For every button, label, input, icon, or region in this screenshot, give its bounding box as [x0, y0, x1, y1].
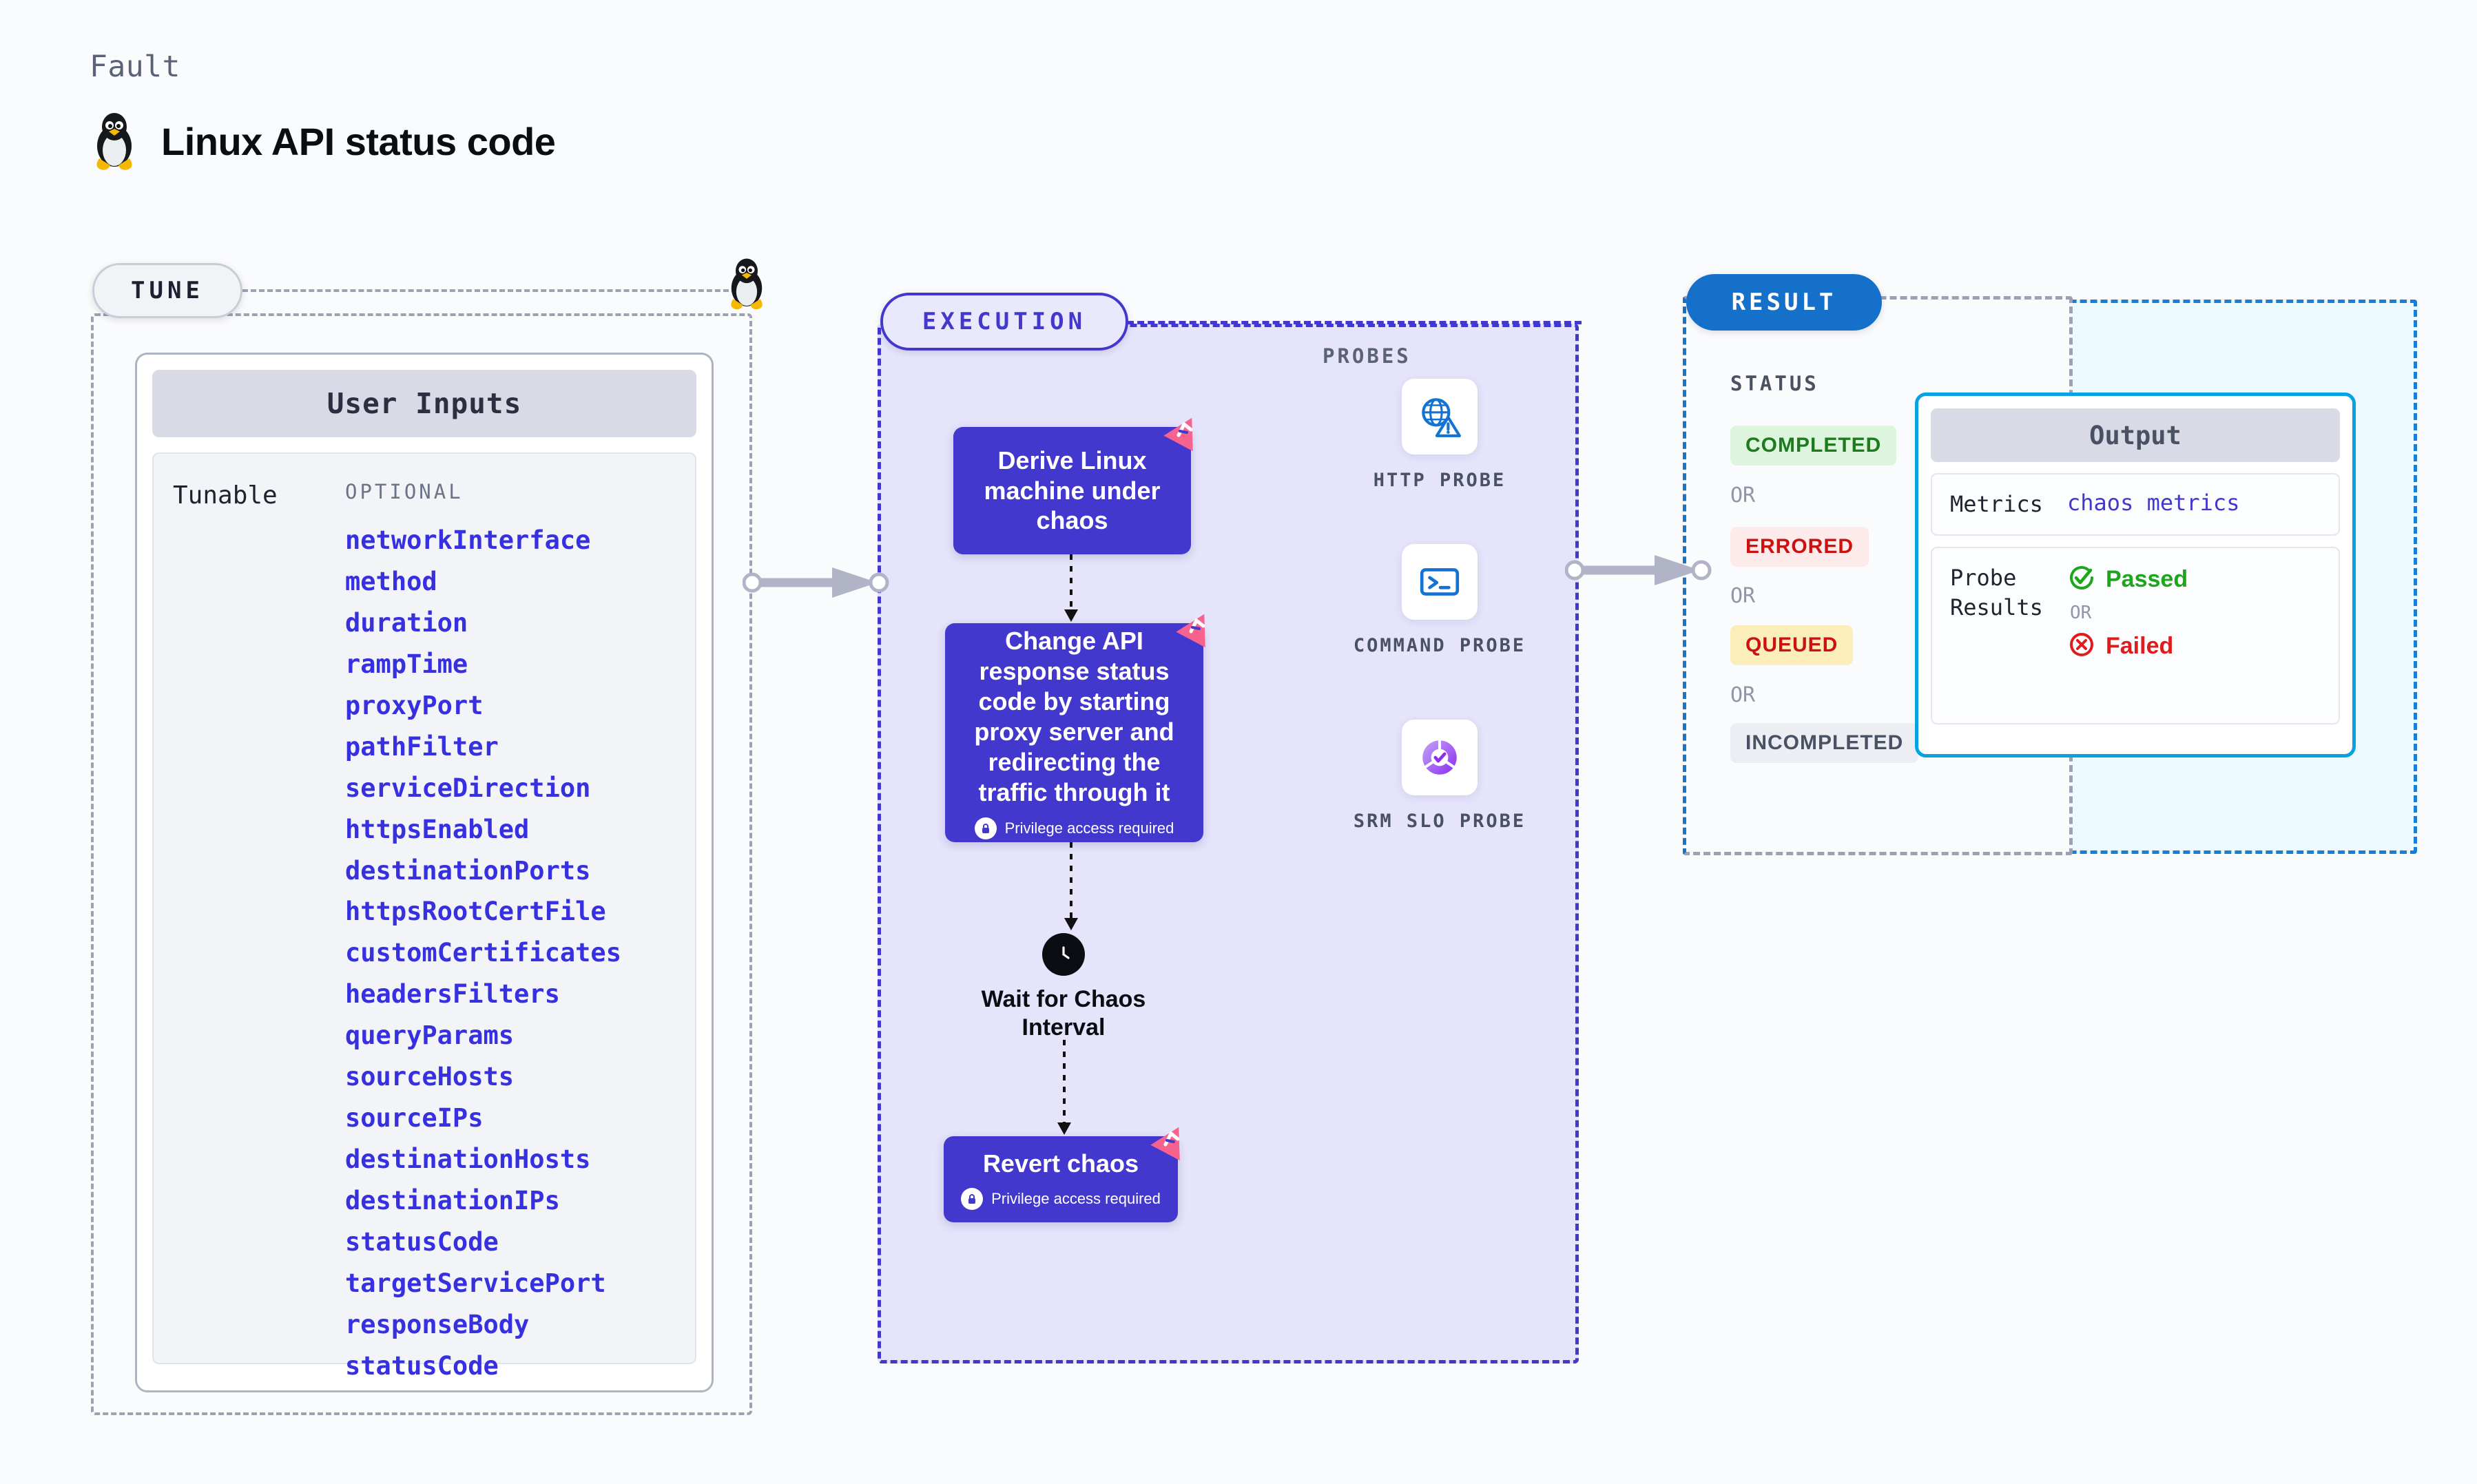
probe-http-label: HTTP PROBE	[1373, 470, 1506, 491]
linux-tux-icon	[90, 110, 139, 172]
tunable-param[interactable]: statusCode	[345, 1350, 499, 1381]
user-inputs-title: User Inputs	[152, 370, 696, 437]
terminal-icon	[1402, 544, 1478, 620]
probe-result-failed: Failed	[2067, 630, 2188, 662]
tunable-param[interactable]: headersFilters	[345, 979, 560, 1010]
status-badge-errored: ERRORED	[1730, 527, 1869, 567]
output-metrics-value[interactable]: chaos metrics	[2067, 490, 2240, 516]
tunable-param[interactable]: httpsEnabled	[345, 814, 530, 844]
probes-title: PROBES	[1323, 344, 1411, 368]
probe-http[interactable]: HTTP PROBE	[1350, 379, 1529, 492]
litmus-badge-icon	[1163, 412, 1205, 457]
execution-node-revert[interactable]: Revert chaos Privilege access required	[944, 1127, 1180, 1222]
probe-result-failed-label: Failed	[2106, 633, 2174, 660]
execution-node-revert-title: Revert chaos	[982, 1149, 1139, 1178]
tunable-params-column: OPTIONAL networkInterface method duration r…	[345, 480, 695, 1381]
output-probe-results-key-text: Probe Results	[1950, 565, 2043, 621]
output-probe-results-key: Probe Results	[1950, 563, 2067, 708]
tunable-param[interactable]: serviceDirection	[345, 773, 591, 803]
status-or-1: OR	[1730, 483, 1756, 508]
status-or-3: OR	[1730, 683, 1756, 707]
output-metrics-key: Metrics	[1950, 491, 2043, 517]
tunable-param[interactable]: destinationPorts	[345, 855, 591, 886]
status-badge-queued: QUEUED	[1730, 625, 1854, 665]
probe-result-passed-label: Passed	[2106, 566, 2188, 593]
privilege-badge: Privilege access required	[974, 817, 1174, 839]
output-row-probe-results: Probe Results Passed OR	[1931, 547, 2340, 725]
user-inputs-body: Tunable OPTIONAL networkInterface method d…	[152, 452, 696, 1381]
tunable-param[interactable]: statusCode	[345, 1226, 499, 1257]
result-pill-label[interactable]: RESULT	[1686, 274, 1882, 331]
arrow-execution-to-result	[1564, 551, 1717, 593]
probe-srm-slo-label: SRM SLO PROBE	[1353, 811, 1526, 832]
output-row-metrics: Metrics chaos metrics	[1931, 473, 2340, 536]
tunable-param[interactable]: customCertificates	[345, 938, 621, 968]
execution-node-derive[interactable]: Derive Linux machine under chaos	[953, 417, 1193, 554]
check-circle-icon	[2067, 563, 2096, 596]
tunable-param[interactable]: sourceIPs	[345, 1103, 484, 1133]
slo-donut-check-icon	[1402, 720, 1478, 795]
output-card: Output Metrics chaos metrics Probe Resul…	[1915, 393, 2356, 757]
lock-icon	[961, 1188, 984, 1211]
tunable-param[interactable]: duration	[345, 607, 468, 638]
output-probe-results-values: Passed OR Failed	[2067, 563, 2188, 708]
probe-result-or: OR	[2070, 603, 2092, 624]
tune-connector-line	[242, 289, 745, 292]
arrow-change-to-wait	[1061, 842, 1081, 935]
tune-pill-label[interactable]: TUNE	[92, 263, 242, 318]
tunable-param[interactable]: rampTime	[345, 649, 468, 679]
probe-srm-slo[interactable]: SRM SLO PROBE	[1350, 720, 1529, 833]
tunable-param[interactable]: responseBody	[345, 1309, 530, 1339]
litmus-badge-icon	[1150, 1121, 1192, 1166]
arrow-tune-to-execution	[742, 563, 894, 605]
user-inputs-card: User Inputs Tunable OPTIONAL networkInte…	[135, 353, 714, 1392]
globe-warning-icon	[1402, 379, 1478, 454]
tunable-param[interactable]: pathFilter	[345, 731, 499, 762]
execution-node-change-status-title: Change API response status code by start…	[974, 627, 1174, 806]
arrow-wait-to-revert	[1054, 1040, 1075, 1140]
privilege-badge: Privilege access required	[961, 1188, 1161, 1211]
status-badge-completed: COMPLETED	[1730, 426, 1897, 466]
tunable-param[interactable]: networkInterface	[345, 525, 591, 555]
tune-connector-tux-icon	[725, 256, 769, 315]
litmus-badge-icon	[1176, 608, 1217, 653]
tunable-param[interactable]: destinationHosts	[345, 1145, 591, 1175]
optional-section-label: OPTIONAL	[345, 480, 464, 503]
fault-kicker: Fault	[90, 50, 180, 84]
tunable-param[interactable]: httpsRootCertFile	[345, 897, 606, 927]
tunable-param[interactable]: sourceHosts	[345, 1062, 515, 1092]
execution-node-derive-title: Derive Linux machine under chaos	[984, 446, 1161, 535]
tunable-param[interactable]: destinationIPs	[345, 1186, 560, 1215]
execution-node-change-status[interactable]: Change API response status code by start…	[945, 614, 1205, 842]
lock-icon	[974, 817, 997, 839]
execution-connector-line	[1127, 321, 1582, 324]
status-or-2: OR	[1730, 584, 1756, 608]
privilege-text: Privilege access required	[1004, 819, 1174, 837]
page-title-text: Linux API status code	[161, 119, 556, 163]
probe-result-passed: Passed	[2067, 563, 2188, 596]
tunable-param[interactable]: targetServicePort	[345, 1268, 606, 1298]
execution-pill-label[interactable]: EXECUTION	[880, 293, 1128, 351]
tunable-param[interactable]: method	[345, 566, 437, 596]
privilege-text: Privilege access required	[991, 1190, 1161, 1208]
page-title: Linux API status code	[90, 110, 556, 172]
tunable-label: Tunable	[173, 481, 278, 510]
output-title: Output	[1931, 408, 2340, 462]
probe-command-label: COMMAND PROBE	[1353, 635, 1526, 656]
execution-node-wait-label: Wait for Chaos Interval	[981, 986, 1146, 1041]
probe-command[interactable]: COMMAND PROBE	[1350, 544, 1529, 658]
status-section-title: STATUS	[1730, 372, 1819, 395]
status-badge-incompleted: INCOMPLETED	[1730, 723, 1919, 763]
clock-icon	[1042, 933, 1085, 976]
execution-node-wait[interactable]: Wait for Chaos Interval	[960, 933, 1167, 1042]
tunable-param[interactable]: queryParams	[345, 1021, 515, 1051]
tunable-param-list: networkInterface method duration rampTime pr…	[345, 520, 695, 1387]
x-circle-icon	[2067, 630, 2096, 662]
tunable-param[interactable]: proxyPort	[345, 690, 484, 720]
arrow-derive-to-change	[1061, 554, 1081, 627]
